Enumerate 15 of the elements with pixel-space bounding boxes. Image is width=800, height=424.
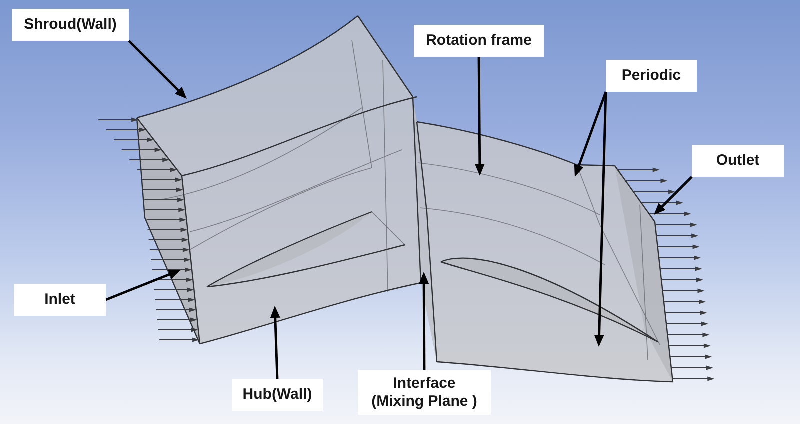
leader-arrow (419, 272, 430, 370)
leader-arrow (106, 270, 181, 302)
callout-label: Inlet (14, 284, 106, 316)
leader-arrow (654, 176, 693, 215)
callout-label: Rotation frame (414, 25, 544, 57)
leader-arrow (574, 92, 608, 177)
callout-label: Periodic (606, 60, 697, 92)
leader-arrow (270, 306, 280, 380)
callout-label: Hub(Wall) (232, 379, 323, 411)
leader-arrow (474, 57, 485, 176)
leader-arrow (128, 40, 187, 99)
callout-label: Outlet (692, 145, 784, 177)
callout-label: Shroud(Wall) (12, 9, 129, 41)
callout-label: Interface (Mixing Plane ) (358, 370, 491, 415)
leader-arrow (594, 92, 608, 347)
